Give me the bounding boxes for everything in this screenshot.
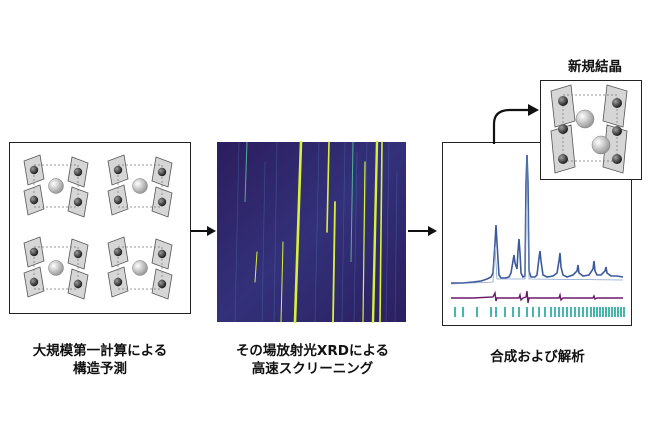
arrow-1-icon <box>191 226 216 236</box>
refinement-pattern <box>450 154 625 317</box>
xrd-screening-label-line2: 高速スクリーニング <box>251 361 374 377</box>
structure-prediction-label: 大規模第一計算による 構造予測 <box>0 342 200 378</box>
new-crystal-label: 新規結晶 <box>568 59 622 75</box>
synthesis-analysis-label: 合成および解析 <box>490 349 585 365</box>
xrd-heatmap <box>217 140 406 324</box>
arrow-2-icon <box>408 226 437 236</box>
structure-prediction-label-line2: 構造予測 <box>73 361 127 377</box>
xrd-screening-label: その場放射光XRDによる 高速スクリーニング <box>205 342 420 378</box>
structure-prediction-label-line1: 大規模第一計算による <box>32 343 168 359</box>
xrd-screening-label-line1: その場放射光XRDによる <box>235 343 390 359</box>
predicted-structures-illustration <box>23 154 173 300</box>
xrd-screening-panel <box>217 140 406 324</box>
curved-arrow-icon <box>492 104 539 144</box>
new-crystal-panel <box>540 80 642 180</box>
structure-prediction-panel <box>9 142 191 314</box>
new-crystal-structure-illustration <box>550 84 628 174</box>
